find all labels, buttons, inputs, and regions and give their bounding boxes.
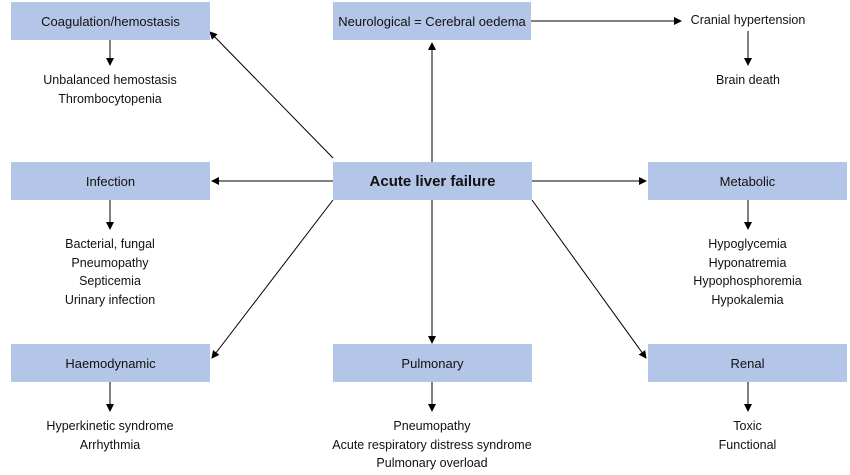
metabolic-items: Hypoglycemia Hyponatremia Hypophosphorem… xyxy=(648,235,847,309)
metabolic-item: Hypoglycemia xyxy=(708,237,787,251)
pulmonary-box: Pulmonary xyxy=(333,344,532,382)
renal-box: Renal xyxy=(648,344,847,382)
haemo-item: Arrhythmia xyxy=(79,437,141,452)
pulmonary-item: Acute respiratory distress syndrome xyxy=(332,437,532,452)
metabolic-item: Hypokalemia xyxy=(711,292,784,307)
haemo-item: Hyperkinetic syndrome xyxy=(46,419,174,433)
haemo-box: Haemodynamic xyxy=(11,344,210,382)
metabolic-item: Hyponatremia xyxy=(708,255,787,270)
arrow-center-to-renal xyxy=(531,199,647,359)
renal-item: Toxic xyxy=(733,419,762,433)
coag-item: Unbalanced hemostasis xyxy=(43,73,177,87)
coag-item: Thrombocytopenia xyxy=(58,91,162,106)
arrow-center-to-coag xyxy=(209,31,334,159)
pulmonary-item: Pulmonary overload xyxy=(376,456,488,470)
infection-item: Urinary infection xyxy=(64,292,156,307)
coag-box: Coagulation/hemostasis xyxy=(11,2,210,40)
coag-items: Unbalanced hemostasis Thrombocytopenia xyxy=(10,71,210,108)
metabolic-item: Hypophosphoremia xyxy=(693,274,802,288)
renal-item: Functional xyxy=(718,437,777,452)
metabolic-box: Metabolic xyxy=(648,162,847,200)
neuro-chain-step: Cranial hypertension xyxy=(690,13,806,27)
arrow-center-to-haemo xyxy=(211,199,334,359)
renal-items: Toxic Functional xyxy=(648,417,847,454)
haemo-items: Hyperkinetic syndrome Arrhythmia xyxy=(10,417,210,454)
neuro-chain-step: Brain death xyxy=(716,73,780,87)
infection-item: Septicemia xyxy=(79,274,141,288)
infection-item: Pneumopathy xyxy=(71,255,149,270)
neuro-box: Neurological = Cerebral oedema xyxy=(333,2,531,40)
center-box: Acute liver failure xyxy=(333,162,532,200)
pulmonary-item: Pneumopathy xyxy=(393,419,471,433)
pulmonary-items: Pneumopathy Acute respiratory distress s… xyxy=(312,417,552,473)
infection-item: Bacterial, fungal xyxy=(65,237,155,251)
infection-items: Bacterial, fungal Pneumopathy Septicemia… xyxy=(10,235,210,309)
infection-box: Infection xyxy=(11,162,210,200)
